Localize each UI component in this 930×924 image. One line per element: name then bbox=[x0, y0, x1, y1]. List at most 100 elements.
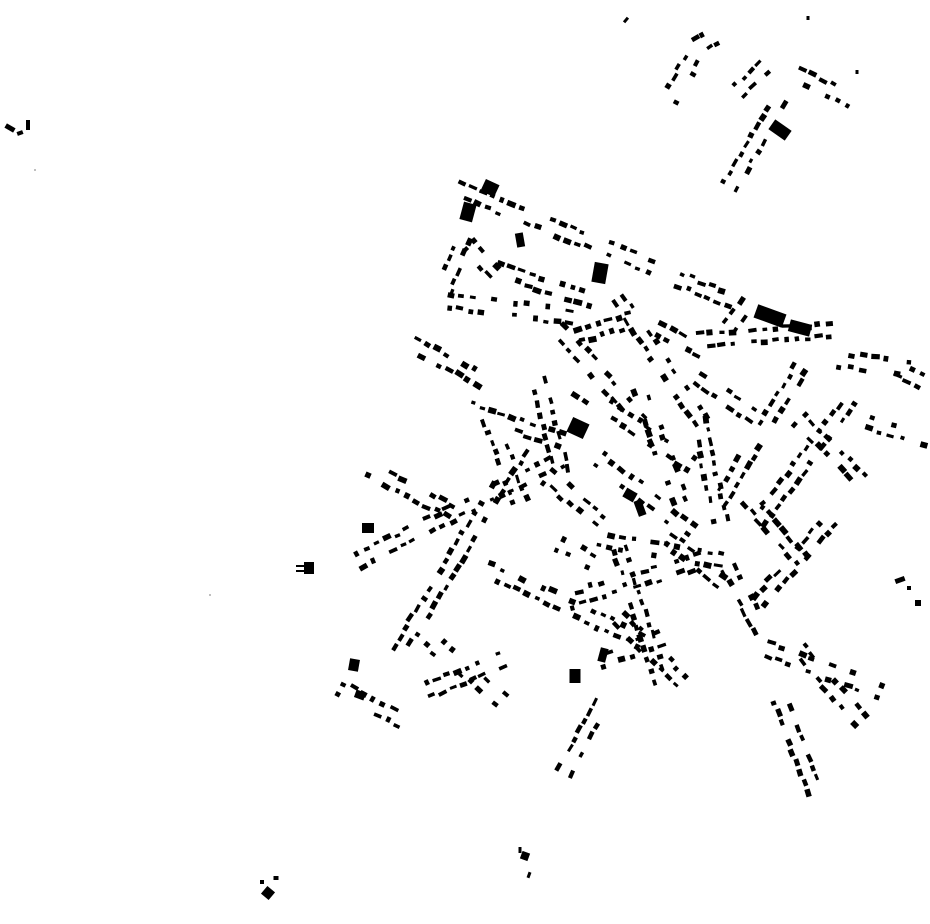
building bbox=[643, 345, 650, 352]
building bbox=[779, 494, 788, 503]
building bbox=[571, 736, 578, 744]
building bbox=[906, 359, 912, 365]
building bbox=[591, 261, 609, 285]
building bbox=[519, 416, 525, 423]
building bbox=[796, 768, 804, 777]
building bbox=[629, 613, 638, 622]
building bbox=[440, 638, 448, 646]
building bbox=[728, 307, 736, 316]
building bbox=[769, 486, 778, 496]
building bbox=[720, 178, 727, 185]
building bbox=[806, 459, 814, 467]
building bbox=[818, 77, 828, 85]
building bbox=[798, 657, 807, 667]
building bbox=[668, 655, 675, 663]
building bbox=[682, 54, 689, 61]
building bbox=[684, 346, 693, 354]
building bbox=[786, 373, 794, 380]
building bbox=[703, 484, 709, 491]
building bbox=[611, 298, 620, 309]
building bbox=[541, 432, 549, 441]
building bbox=[421, 503, 431, 512]
building bbox=[652, 337, 661, 346]
building bbox=[647, 257, 656, 265]
building bbox=[838, 685, 849, 695]
building bbox=[533, 222, 543, 231]
building bbox=[578, 599, 587, 605]
building bbox=[635, 336, 645, 346]
building bbox=[837, 463, 848, 474]
building bbox=[460, 360, 470, 370]
building bbox=[691, 351, 701, 359]
building bbox=[663, 540, 671, 548]
building bbox=[805, 337, 811, 342]
building bbox=[738, 151, 745, 158]
building bbox=[703, 294, 711, 302]
building bbox=[394, 487, 401, 494]
building bbox=[657, 642, 667, 649]
building bbox=[603, 370, 613, 380]
building bbox=[496, 411, 506, 417]
building bbox=[809, 764, 816, 772]
building bbox=[549, 466, 558, 476]
building bbox=[787, 319, 813, 337]
building bbox=[750, 627, 759, 637]
building bbox=[789, 361, 797, 370]
building bbox=[753, 602, 761, 611]
building bbox=[544, 443, 552, 454]
building bbox=[751, 339, 757, 344]
building bbox=[707, 551, 713, 556]
building bbox=[380, 481, 391, 492]
building bbox=[787, 486, 796, 495]
building bbox=[471, 509, 478, 517]
building bbox=[658, 424, 665, 431]
building bbox=[807, 527, 814, 535]
building bbox=[813, 320, 821, 328]
building bbox=[692, 59, 700, 67]
building bbox=[847, 364, 854, 370]
building bbox=[434, 506, 441, 513]
building bbox=[664, 672, 673, 682]
building bbox=[540, 423, 548, 431]
building bbox=[423, 340, 432, 349]
building bbox=[733, 481, 741, 489]
building bbox=[446, 546, 455, 556]
building bbox=[736, 295, 746, 306]
building bbox=[781, 324, 791, 328]
building bbox=[514, 427, 524, 434]
building bbox=[871, 353, 880, 360]
building bbox=[692, 550, 702, 557]
building bbox=[463, 497, 470, 504]
building bbox=[619, 243, 628, 252]
building bbox=[579, 230, 585, 235]
building bbox=[448, 645, 456, 654]
building bbox=[397, 633, 405, 642]
building bbox=[579, 544, 588, 552]
building bbox=[209, 594, 211, 596]
building bbox=[736, 574, 744, 581]
building bbox=[908, 365, 916, 373]
building bbox=[843, 471, 854, 482]
building bbox=[717, 482, 724, 490]
building bbox=[442, 510, 453, 520]
building bbox=[634, 266, 641, 272]
building bbox=[716, 341, 726, 348]
building bbox=[641, 418, 649, 427]
building bbox=[432, 343, 443, 353]
building bbox=[824, 529, 833, 538]
building bbox=[717, 287, 726, 295]
building bbox=[468, 308, 474, 315]
building bbox=[686, 545, 696, 554]
building bbox=[725, 404, 735, 413]
building bbox=[388, 546, 398, 555]
building bbox=[873, 694, 881, 701]
building bbox=[517, 267, 526, 273]
building bbox=[459, 201, 477, 223]
building bbox=[529, 271, 537, 277]
building bbox=[878, 682, 886, 690]
building bbox=[664, 479, 672, 486]
building bbox=[578, 337, 586, 343]
building bbox=[646, 503, 656, 512]
building bbox=[854, 687, 860, 693]
building bbox=[713, 563, 723, 568]
